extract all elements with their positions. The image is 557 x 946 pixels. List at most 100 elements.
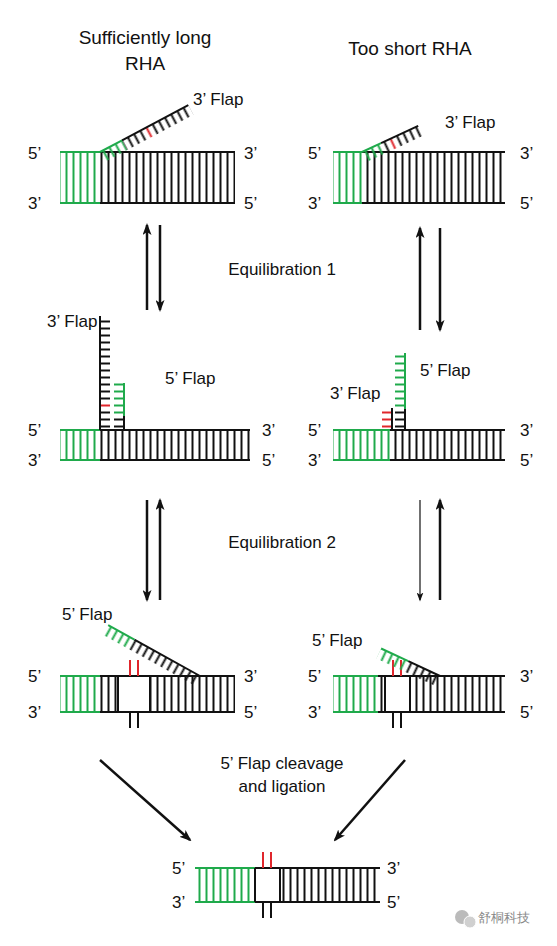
- green-rungs: [333, 152, 362, 203]
- dna-structure: 5’ Flap3’ Flap5’3’3’5’: [300, 330, 545, 500]
- strand: [60, 675, 100, 677]
- black-rungs: [100, 676, 118, 712]
- inserted-base: [262, 852, 264, 868]
- dna-structure: 3’ Flap5’3’3’5’: [300, 85, 545, 228]
- dna-duplex: [333, 152, 505, 203]
- dna-duplex: [333, 660, 505, 728]
- strand-end-label: 5’: [28, 422, 41, 441]
- strand-end-label: 5’: [387, 894, 400, 913]
- strand-end-label: 3’: [262, 422, 275, 441]
- strand: [255, 867, 380, 869]
- equilibrium-arrow: [439, 500, 442, 600]
- unpaired-base: [262, 902, 264, 918]
- strand: [195, 901, 255, 903]
- strand-end-label: 5’: [244, 195, 257, 214]
- strand: [390, 459, 505, 461]
- five-prime-flap: [395, 353, 405, 430]
- dna-structure: 5’ Flap5’3’3’5’: [20, 600, 270, 760]
- flap-label: 3’ Flap: [47, 313, 97, 332]
- strand: [333, 429, 390, 431]
- strand-end-label: 3’: [520, 145, 533, 164]
- black-rungs: [362, 152, 505, 203]
- strand: [381, 126, 418, 143]
- watermark: 舒桐科技: [478, 909, 553, 927]
- strand-end-label: 3’: [244, 145, 257, 164]
- strand: [404, 409, 406, 430]
- flap-label: 5’ Flap: [62, 606, 112, 625]
- bubble-wall: [409, 676, 411, 712]
- equilibrium-arrow: [146, 225, 149, 310]
- equilibrium-arrow: [159, 500, 162, 600]
- flap-label: 5’ Flap: [420, 362, 470, 381]
- strand-end-label: 5’: [520, 195, 533, 214]
- black-rungs: [394, 126, 423, 147]
- black-rungs: [114, 416, 124, 430]
- green-rungs: [100, 140, 127, 161]
- dna-structure: 5’3’3’5’: [165, 840, 410, 925]
- unpaired-base: [400, 712, 402, 728]
- strand: [108, 625, 134, 640]
- bubble-wall: [384, 676, 386, 712]
- five-prime-flap: [376, 649, 440, 686]
- unpaired-base: [392, 712, 394, 728]
- strand: [122, 105, 188, 140]
- step-label: Equilibration 1: [202, 259, 362, 282]
- strand-end-label: 3’: [244, 668, 257, 687]
- strand-end-label: 3’: [520, 422, 533, 441]
- bubble-wall: [279, 868, 281, 902]
- strand: [378, 675, 505, 677]
- dna-duplex: [60, 660, 235, 728]
- green-rungs: [60, 152, 100, 203]
- strand: [100, 711, 235, 713]
- inserted-base: [129, 660, 131, 676]
- strand-end-label: 3’: [308, 195, 321, 214]
- strand-end-label: 5’: [262, 452, 275, 471]
- inserted-base: [137, 660, 139, 676]
- strand: [60, 429, 100, 431]
- strand-end-label: 5’: [172, 860, 185, 879]
- strand: [100, 675, 235, 677]
- strand: [123, 383, 125, 416]
- inserted-base: [270, 852, 272, 868]
- three-prime-flap: [100, 105, 193, 162]
- black-rungs: [100, 430, 250, 460]
- bubble-wall: [149, 676, 151, 712]
- strand-end-label: 5’: [308, 422, 321, 441]
- flap-label: 5’ Flap: [312, 632, 362, 651]
- strand-end-label: 5’: [520, 452, 533, 471]
- red-rungs: [100, 402, 110, 409]
- strand-end-label: 5’: [28, 668, 41, 687]
- strand: [391, 408, 393, 430]
- green-rungs: [333, 430, 390, 460]
- green-rungs: [103, 625, 135, 649]
- unpaired-base: [137, 712, 139, 728]
- dna-duplex: [333, 430, 505, 460]
- strand: [378, 711, 505, 713]
- equilibrium-arrow: [146, 500, 149, 600]
- strand: [333, 675, 378, 677]
- watermark-icon: [455, 910, 476, 928]
- strand: [60, 151, 100, 153]
- strand: [60, 459, 100, 461]
- equilibrium-arrow: [419, 228, 422, 330]
- flap-label: 5’ Flap: [165, 370, 215, 389]
- strand: [333, 459, 390, 461]
- black-rungs: [100, 409, 110, 430]
- edge-group: [100, 225, 440, 840]
- equilibrium-arrow: [419, 500, 420, 600]
- dna-structure: 3’ Flap5’ Flap5’3’3’5’: [20, 310, 290, 500]
- dna-duplex: [60, 152, 235, 203]
- strand: [134, 640, 200, 676]
- strand: [100, 202, 235, 204]
- column-heading: Sufficiently long RHA: [60, 25, 230, 76]
- strand: [404, 353, 406, 409]
- black-rungs: [404, 661, 440, 686]
- three-prime-flap: [100, 316, 110, 430]
- green-rungs: [195, 868, 255, 902]
- strand-end-label: 5’: [520, 704, 533, 723]
- strand: [408, 661, 440, 676]
- green-rungs: [362, 143, 386, 162]
